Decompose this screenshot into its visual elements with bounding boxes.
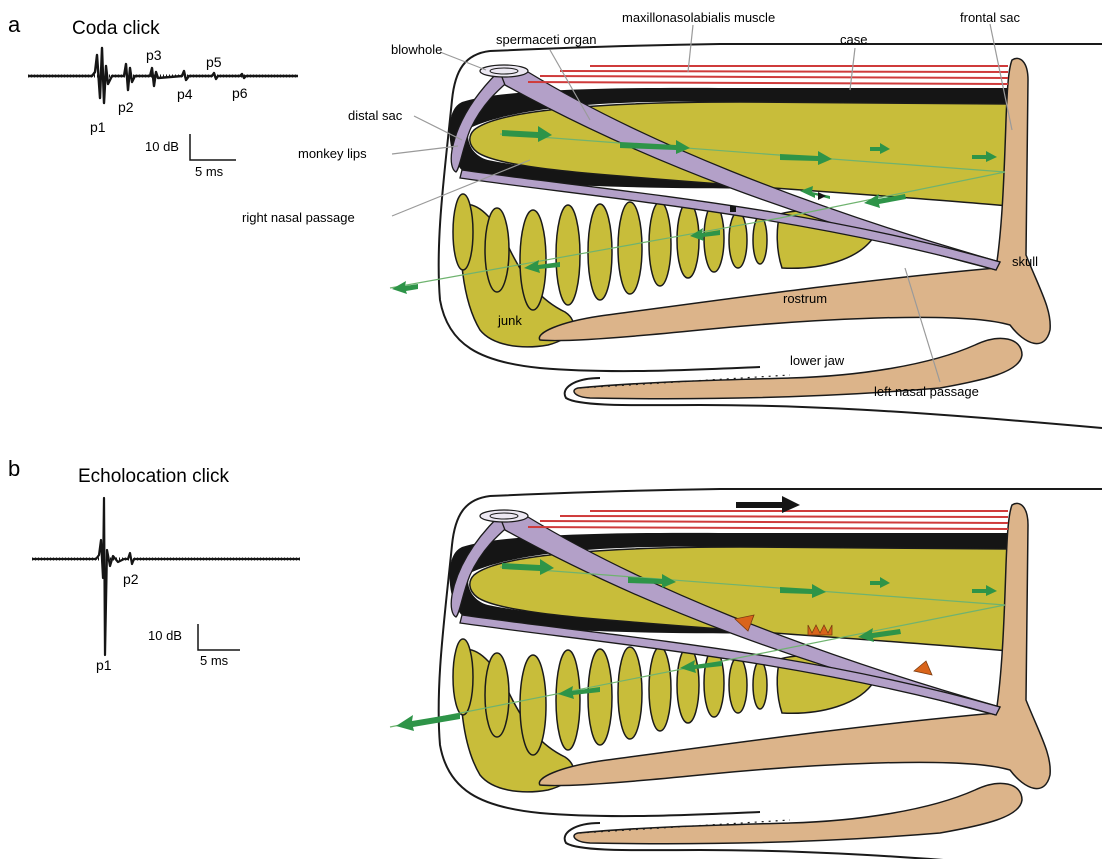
coda-scale-ms: 5 ms: [195, 164, 224, 179]
label-right-nasal-passage: right nasal passage: [242, 210, 355, 225]
pulse-label-p5: p5: [206, 54, 222, 70]
pulse-label-p1: p1: [90, 119, 106, 135]
pulse-label-p2: p2: [118, 99, 134, 115]
echolocation-scale-ms: 5 ms: [200, 653, 229, 668]
label-case: case: [840, 32, 867, 47]
label-monkey-lips: monkey lips: [298, 146, 367, 161]
whale-head-a: [390, 44, 1102, 428]
pulse-label-p3: p3: [146, 47, 162, 63]
echolocation-click-title: Echolocation click: [78, 466, 230, 487]
label-spermaceti-organ: spermaceti organ: [496, 32, 596, 47]
label-rostrum: rostrum: [783, 291, 827, 306]
label-skull: skull: [1012, 254, 1038, 269]
panel-b: b Echolocation click p1 p2 10 dB 5 ms: [8, 456, 1102, 859]
whale-head-b: [390, 489, 1102, 859]
coda-scale-db: 10 dB: [145, 139, 179, 154]
pulse-label-p2-b: p2: [123, 571, 139, 587]
label-left-nasal-passage: left nasal passage: [874, 384, 979, 399]
label-frontal-sac: frontal sac: [960, 10, 1020, 25]
maxillonasolabialis-muscle-a: [528, 66, 1008, 84]
pulse-label-p6: p6: [232, 85, 248, 101]
maxillonasolabialis-muscle-b: [528, 511, 1008, 529]
label-distal-sac: distal sac: [348, 108, 403, 123]
label-blowhole: blowhole: [391, 42, 442, 57]
pulse-label-p1-b: p1: [96, 657, 112, 673]
coda-scale-bar: [190, 134, 236, 160]
echolocation-scale-bar: [198, 624, 240, 650]
panel-a-letter: a: [8, 12, 21, 37]
echolocation-scale-db: 10 dB: [148, 628, 182, 643]
panel-a: a Coda click p1 p2 p3 p4 p5 p6 10 dB 5 m…: [8, 10, 1102, 428]
panel-b-letter: b: [8, 456, 20, 481]
label-junk: junk: [497, 313, 522, 328]
label-lower-jaw: lower jaw: [790, 353, 845, 368]
label-maxillonasolabialis-muscle: maxillonasolabialis muscle: [622, 10, 775, 25]
coda-click-title: Coda click: [72, 18, 160, 39]
pulse-label-p4: p4: [177, 86, 193, 102]
